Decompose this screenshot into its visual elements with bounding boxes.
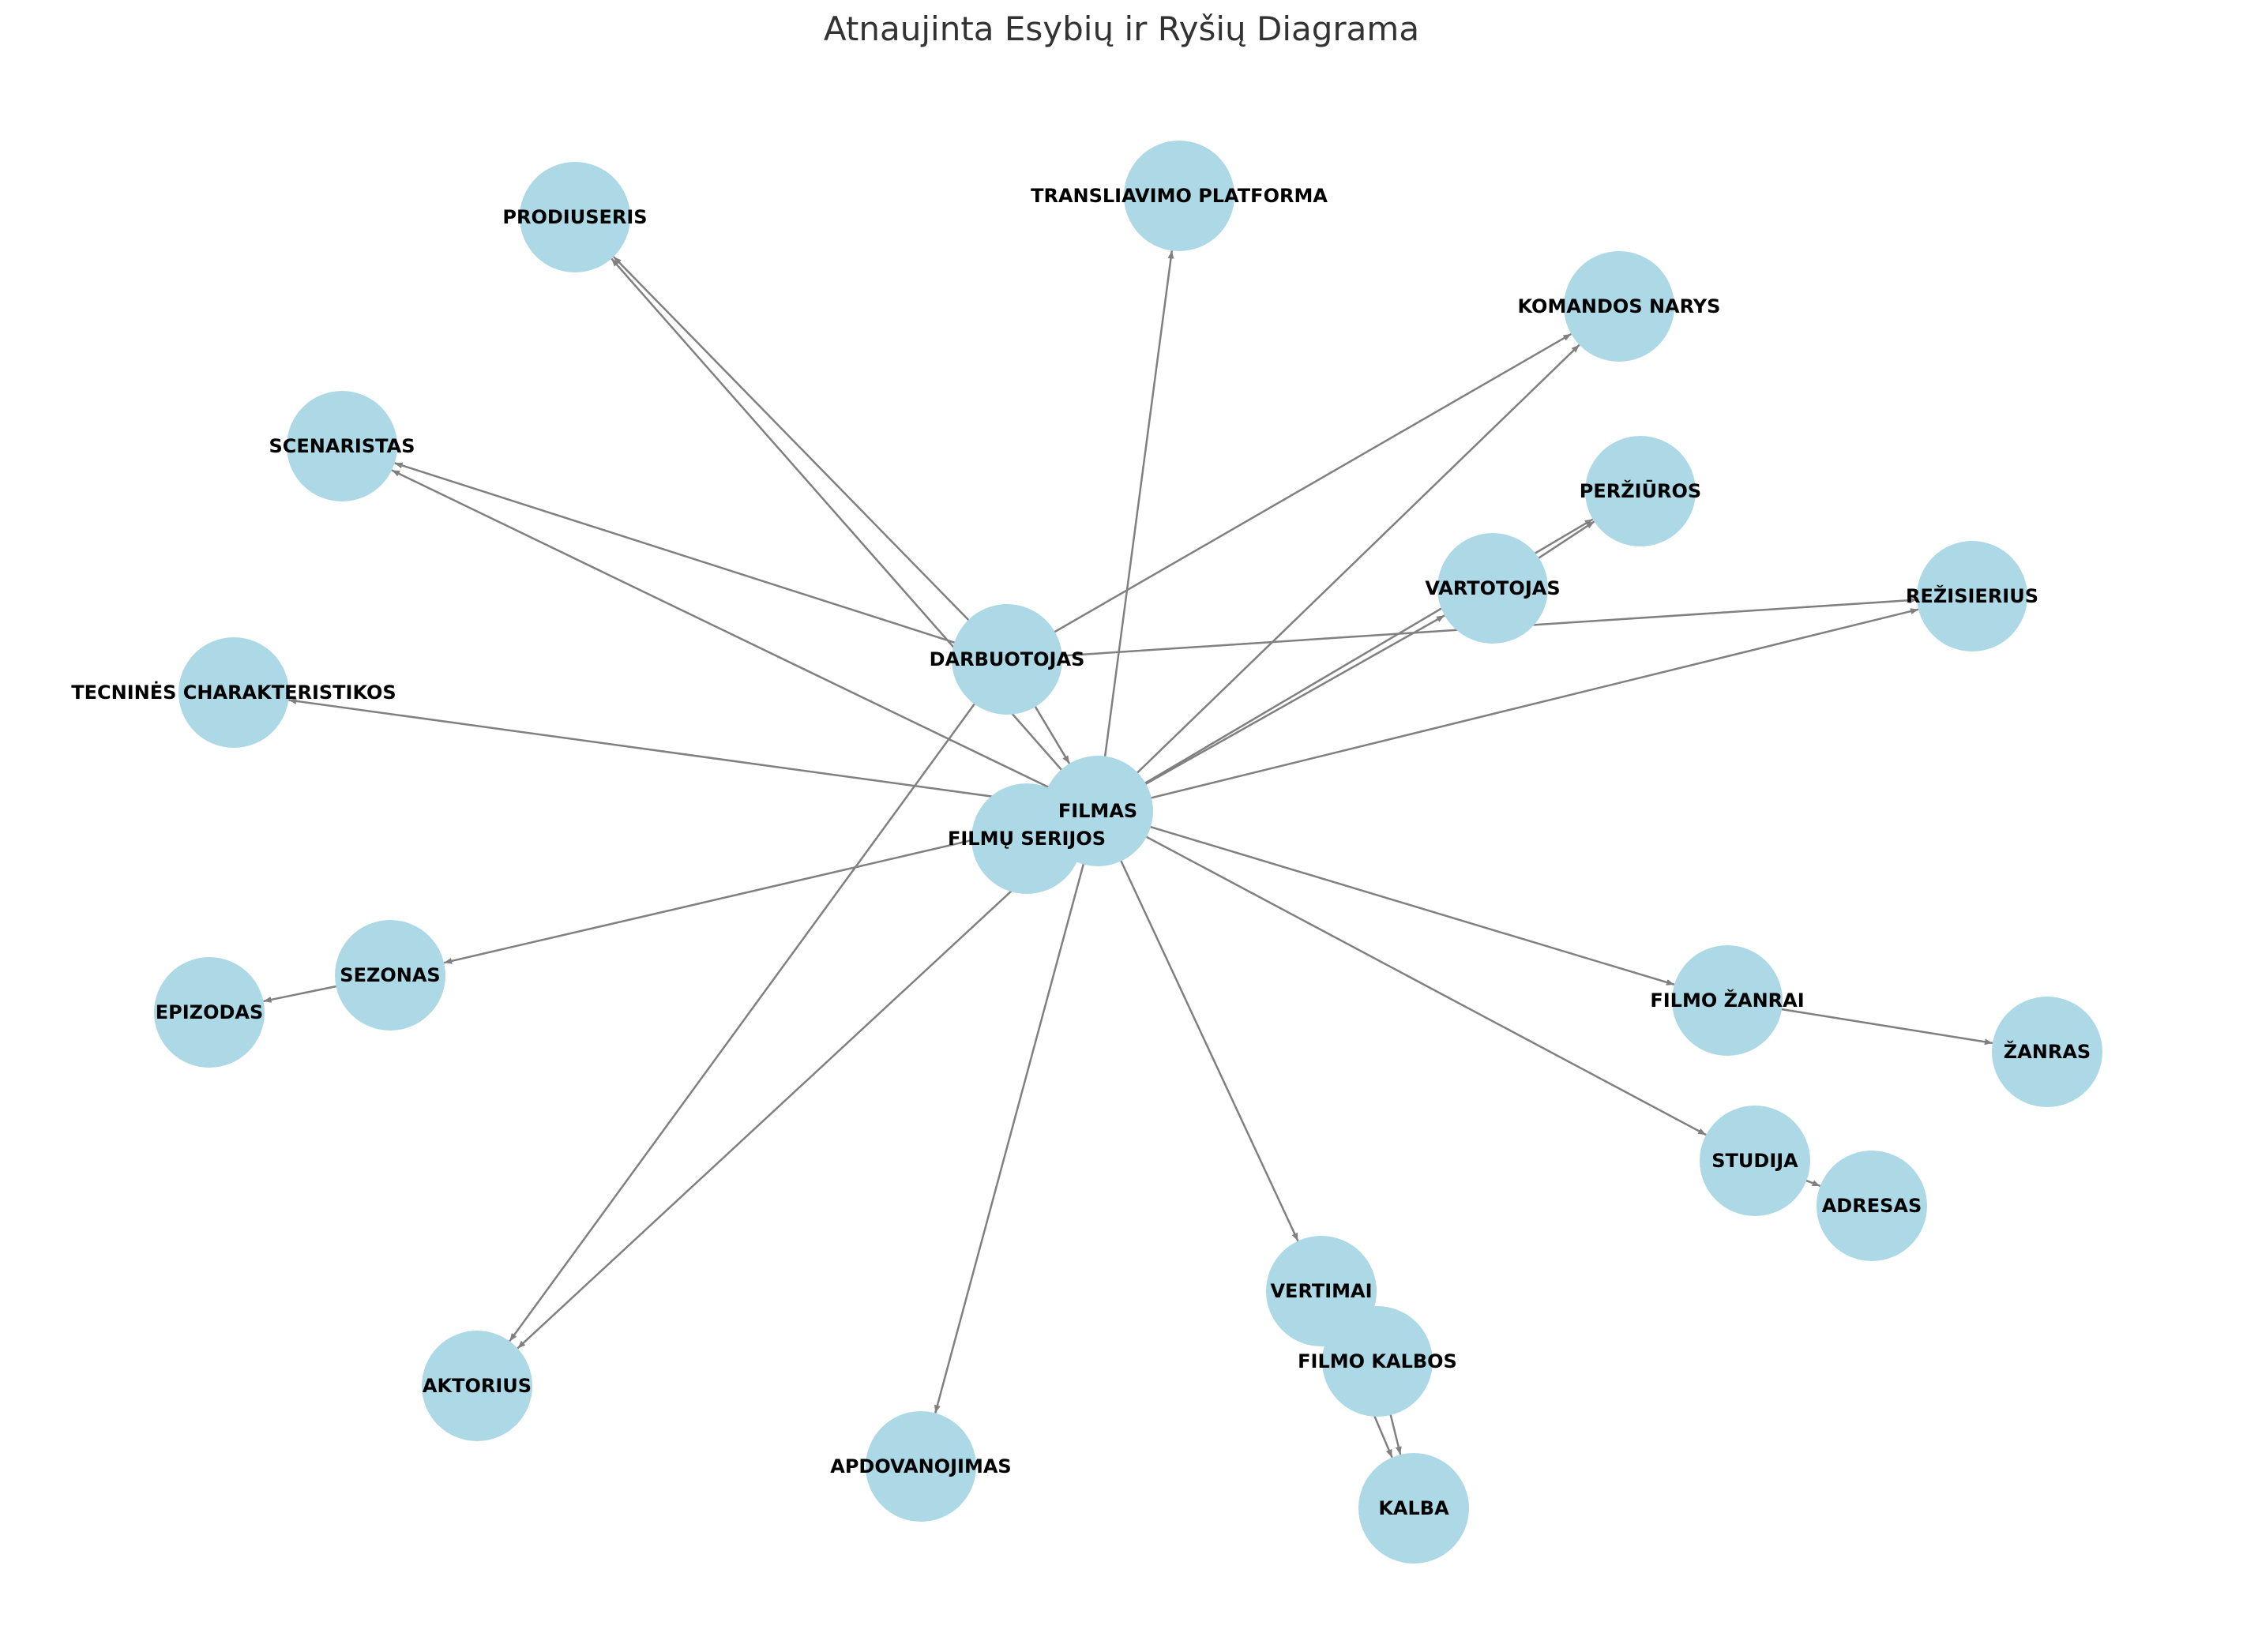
node-label-komandos_narys: KOMANDOS NARYS	[1518, 295, 1721, 317]
node-circle-studija	[1700, 1106, 1810, 1216]
node-label-transliavimo_platforma: TRANSLIAVIMO PLATFORMA	[1031, 185, 1328, 207]
edge-filmas-to-studija	[1103, 813, 1707, 1136]
node-label-studija: STUDIJA	[1711, 1150, 1798, 1172]
node-rezisierius	[1917, 541, 2027, 651]
node-circle-filmu_serijos	[971, 783, 1082, 894]
node-darbuotojas	[952, 604, 1062, 715]
node-filmo_kalbos	[1322, 1306, 1433, 1417]
node-label-vartotojas: VARTOTOJAS	[1425, 577, 1560, 599]
edge-filmas-to-vartotojas	[1103, 614, 1445, 809]
edge-filmas-to-scenaristas	[391, 469, 1093, 809]
node-label-aktorius: AKTORIUS	[423, 1375, 532, 1397]
node-label-apdovanojimas: APDOVANOJIMAS	[830, 1455, 1011, 1477]
node-label-filmu_serijos: FILMŲ SERIJOS	[948, 828, 1106, 850]
node-scenaristas	[287, 391, 397, 501]
node-sezonas	[335, 920, 445, 1031]
node-label-prodiuseris: PRODIUSERIS	[502, 206, 647, 228]
node-label-vertimai: VERTIMAI	[1270, 1280, 1372, 1302]
node-label-epizodas: EPIZODAS	[156, 1001, 264, 1023]
node-circle-scenaristas	[287, 391, 397, 501]
node-label-rezisierius: REŽISIERIUS	[1906, 584, 2038, 607]
node-apdovanojimas	[866, 1411, 976, 1522]
edge-darbuotojas-to-scenaristas	[394, 462, 1001, 659]
node-komandos_narys	[1564, 251, 1674, 362]
node-label-zanras: ŽANRAS	[2004, 1040, 2091, 1063]
node-circle-perziuros	[1585, 436, 1696, 546]
edge-darbuotojas-to-aktorius	[509, 663, 1005, 1342]
node-label-sezonas: SEZONAS	[340, 964, 440, 986]
node-transliavimo_platforma	[1124, 141, 1234, 251]
node-adresas	[1817, 1151, 1927, 1261]
edge-filmas-to-komandos_narys	[1101, 344, 1580, 808]
node-label-kalba: KALBA	[1378, 1497, 1449, 1519]
node-circle-filmo_zanrai	[1672, 945, 1783, 1056]
node-label-scenaristas: SCENARISTAS	[269, 435, 415, 457]
node-circle-epizodas	[154, 957, 265, 1068]
node-label-filmas: FILMAS	[1058, 800, 1137, 822]
node-circle-transliavimo_platforma	[1124, 141, 1234, 251]
edge-filmas-to-prodiuseris	[611, 257, 1095, 807]
node-circle-komandos_narys	[1564, 251, 1674, 362]
node-filmo_zanrai	[1672, 945, 1783, 1056]
node-label-filmo_kalbos: FILMO KALBOS	[1298, 1350, 1457, 1372]
node-aktorius	[422, 1331, 532, 1441]
node-technines_charakteristikos	[178, 637, 289, 748]
edge-filmas-to-apdovanojimas	[934, 817, 1098, 1414]
node-circle-prodiuseris	[520, 162, 630, 272]
node-circle-vartotojas	[1437, 533, 1548, 644]
edge-filmas-to-rezisierius	[1103, 608, 1919, 811]
node-vartotojas	[1437, 533, 1548, 644]
node-circle-zanras	[1992, 997, 2102, 1107]
edge-darbuotojas-to-komandos_narys	[1012, 332, 1572, 658]
node-circle-aktorius	[422, 1331, 532, 1441]
node-label-perziuros: PERŽIŪROS	[1580, 479, 1701, 502]
node-circle-apdovanojimas	[866, 1411, 976, 1522]
node-label-darbuotojas: DARBUOTOJAS	[930, 648, 1085, 670]
node-circle-filmo_kalbos	[1322, 1306, 1433, 1417]
node-circle-sezonas	[335, 920, 445, 1031]
node-label-technines_charakteristikos: TECNINĖS CHARAKTERISTIKOS	[71, 681, 396, 704]
node-label-filmo_zanrai: FILMO ŽANRAI	[1650, 989, 1804, 1012]
node-circle-darbuotojas	[952, 604, 1062, 715]
node-circle-kalba	[1358, 1453, 1469, 1564]
edge-filmas-to-technines_charakteristikos	[288, 697, 1092, 812]
node-kalba	[1358, 1453, 1469, 1564]
node-circle-rezisierius	[1917, 541, 2027, 651]
node-circle-adresas	[1817, 1151, 1927, 1261]
edge-darbuotojas-to-prodiuseris	[613, 256, 1004, 656]
node-circle-technines_charakteristikos	[178, 637, 289, 748]
node-epizodas	[154, 957, 265, 1068]
node-filmu_serijos	[971, 783, 1082, 894]
nodes-layer: FILMAS FILMŲ SERIJOS DARBUOTOJAS PRODIUSERI…	[71, 141, 2102, 1564]
edge-filmas-to-aktorius	[517, 814, 1094, 1350]
node-zanras	[1992, 997, 2102, 1107]
node-perziuros	[1585, 436, 1696, 546]
diagram-title: Atnaujinta Esybių ir Ryšių Diagrama	[823, 9, 1420, 48]
edge-filmas-to-transliavimo_platforma	[1097, 250, 1174, 805]
node-prodiuseris	[520, 162, 630, 272]
edge-filmas-to-vertimai	[1099, 816, 1299, 1242]
edge-filmas-to-filmo_zanrai	[1103, 812, 1675, 986]
node-studija	[1700, 1106, 1810, 1216]
node-label-adresas: ADRESAS	[1822, 1195, 1922, 1217]
